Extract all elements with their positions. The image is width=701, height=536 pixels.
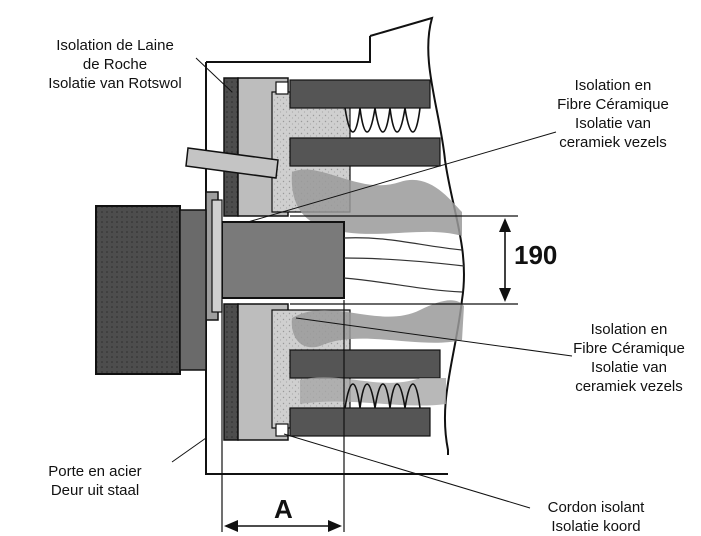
label-cord: Cordon isolant Isolatie koord — [547, 499, 645, 535]
depth-arrow-left — [224, 520, 238, 532]
flame-zone-mid-lower — [300, 377, 446, 406]
opening-arrow-bottom — [499, 288, 511, 302]
rock-wool-upper — [223, 77, 239, 217]
burner-housing-front — [179, 209, 207, 371]
label-ceramic-bottom: Isolation en Fibre Céramique Isolatie va… — [573, 321, 685, 395]
dimension-opening-value: 190 — [514, 240, 558, 270]
tube-bars-lower — [289, 349, 441, 437]
dimension-depth-value: A — [274, 494, 293, 524]
leader-rock-wool — [195, 57, 233, 93]
cord-square-lower — [275, 423, 289, 437]
tube-bars-upper — [289, 79, 441, 167]
label-rock-wool: Isolation de Laine de Roche Isolatie van… — [48, 37, 182, 92]
leader-ceramic-top — [247, 131, 557, 223]
rock-wool-lower — [223, 303, 239, 441]
label-steel-door: Porte en acier Deur uit staal — [48, 463, 142, 499]
burner-flame-lines — [343, 237, 465, 293]
leader-steel-door — [171, 437, 207, 463]
burner-flange-plate — [211, 199, 223, 313]
sight-pin — [185, 147, 279, 179]
flame-zone-upper — [291, 169, 462, 236]
cord-square-upper — [275, 81, 289, 95]
burner-tube — [221, 221, 345, 299]
turbulator-coil-upper — [344, 107, 421, 133]
leader-cord — [283, 433, 531, 509]
leader-ceramic-bottom — [295, 317, 573, 357]
turbulator-coil-lower — [344, 383, 421, 409]
depth-arrow-right — [328, 520, 342, 532]
burner-housing — [95, 205, 181, 375]
label-ceramic-top: Isolation en Fibre Céramique Isolatie va… — [557, 77, 669, 151]
flame-zone-lower — [291, 300, 464, 348]
opening-arrow-top — [499, 218, 511, 232]
